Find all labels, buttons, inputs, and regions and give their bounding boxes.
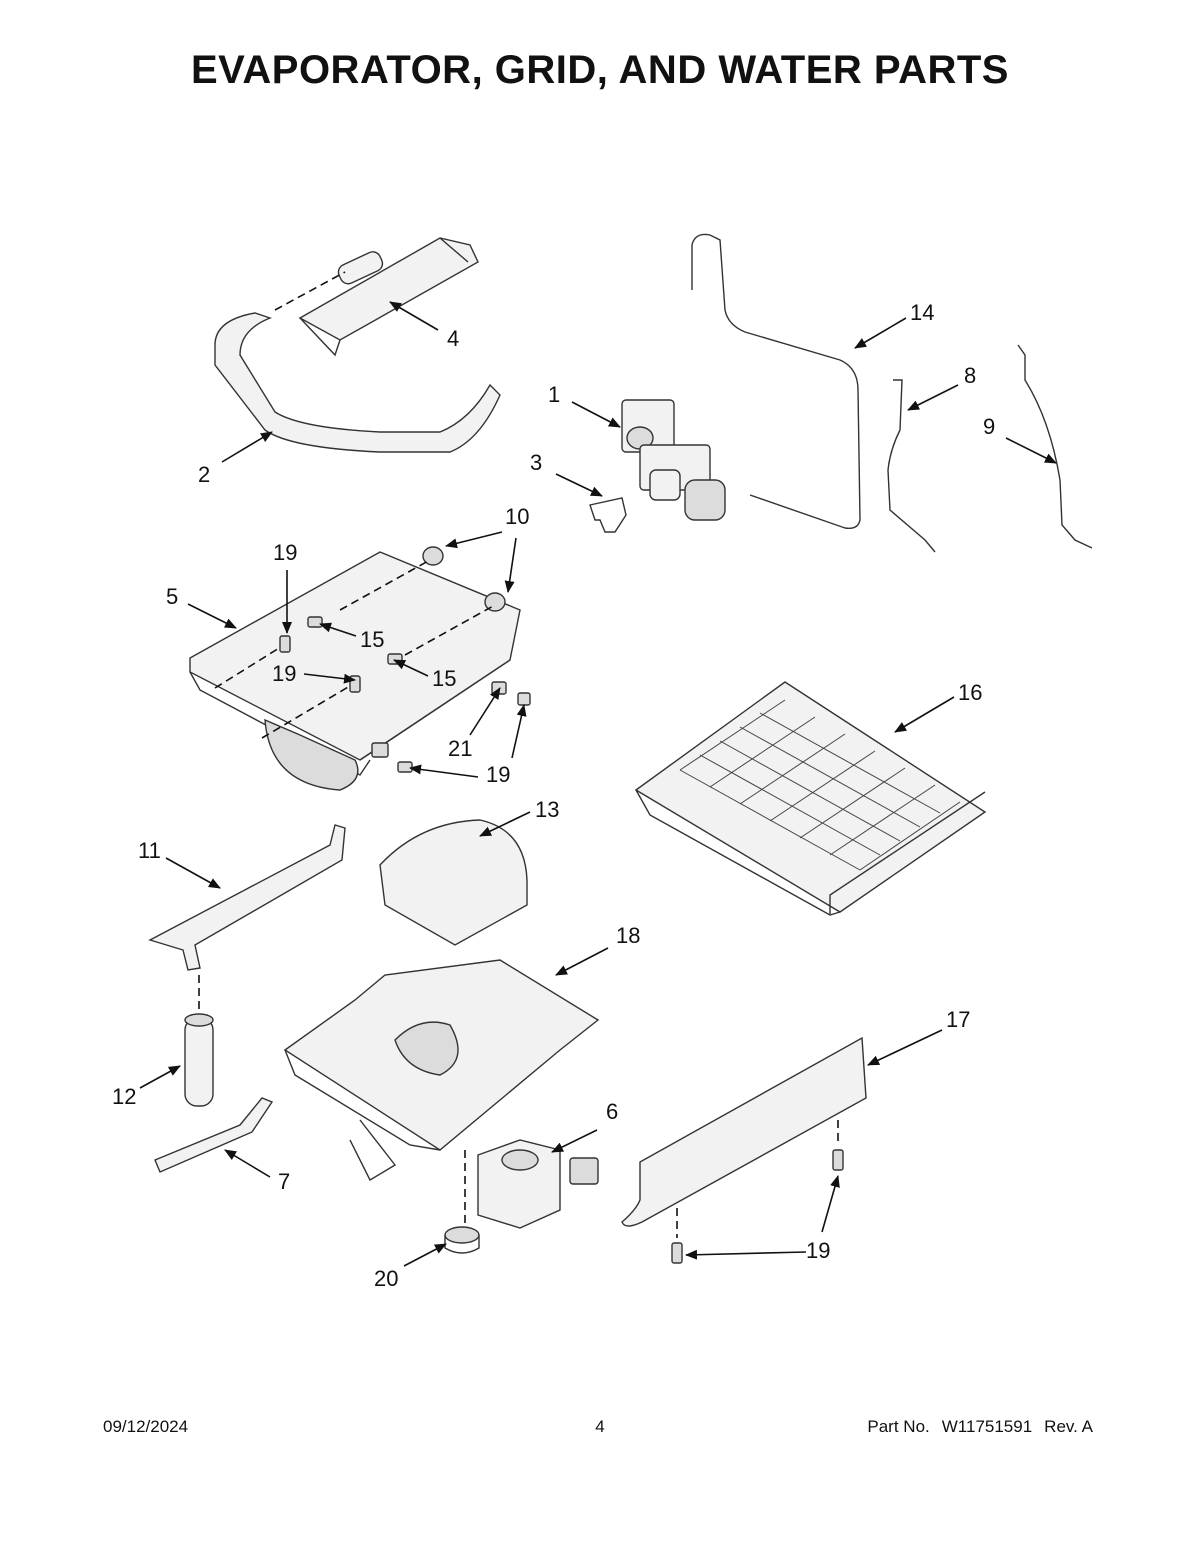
part-17-shield: [621, 1036, 867, 1227]
callout-8: 8: [964, 363, 976, 388]
footer-part-number: Part No. W11751591 Rev. A: [855, 1417, 1093, 1437]
part-6-heater: [477, 1139, 599, 1229]
part-12-sleeve: [184, 1013, 214, 1107]
part-20-nut: [444, 1226, 480, 1254]
callout-17: 17: [946, 1007, 970, 1032]
part-16-grid-assembly: [634, 681, 987, 916]
part-13-cover: [379, 819, 528, 946]
part-4-bracket: [298, 237, 479, 357]
part-9-tube: [1017, 344, 1093, 549]
part-5-guide-c: [339, 559, 431, 611]
part-8-tube: [887, 379, 936, 553]
callout-1: 1: [548, 382, 560, 407]
part-3-clip: [589, 497, 627, 533]
callout-20: 20: [374, 1266, 398, 1291]
callout-14: 14: [910, 300, 934, 325]
part-18-drain-pan: [283, 959, 600, 1181]
page-title: EVAPORATOR, GRID, AND WATER PARTS: [190, 48, 1009, 92]
callout-10: 10: [505, 504, 529, 529]
callout-6: 6: [606, 1099, 618, 1124]
callout-19d: 19: [806, 1238, 830, 1263]
callout-9: 9: [983, 414, 995, 439]
callout-19c: 19: [486, 762, 510, 787]
callout-13: 13: [535, 797, 559, 822]
part-7-drain-tube: [154, 1097, 274, 1173]
part-11-trough: [148, 824, 346, 971]
callout-15a: 15: [360, 627, 384, 652]
callout-18: 18: [616, 923, 640, 948]
callout-19b: 19: [272, 661, 296, 686]
part-17-screws: [671, 1149, 844, 1264]
part-2-tube: [214, 312, 501, 453]
part-5-guide-d: [404, 604, 496, 656]
revision: Rev. A: [1044, 1417, 1093, 1436]
part-1-water-valve: [621, 399, 726, 521]
callout-7: 7: [278, 1169, 290, 1194]
callout-21: 21: [448, 736, 472, 761]
footer-page-number: 4: [595, 1417, 605, 1436]
part-5-guide-b: [261, 679, 361, 739]
callout-3: 3: [530, 450, 542, 475]
grid-wires: [679, 699, 961, 871]
callout-4: 4: [447, 326, 459, 351]
callout-labels: 1 2 3 4 5 6 7 8 9 10 11 12 13 14 15 15 1…: [112, 300, 995, 1291]
callout-11: 11: [138, 838, 161, 863]
part-number: W11751591: [941, 1417, 1033, 1436]
callout-2: 2: [198, 462, 210, 487]
callout-19a: 19: [273, 540, 297, 565]
part-5-guide-a: [214, 639, 293, 689]
callout-16: 16: [958, 680, 982, 705]
callout-5: 5: [166, 584, 178, 609]
footer-date: 09/12/2024: [103, 1417, 189, 1436]
part-14-water-tube: [691, 233, 861, 530]
part-label: Part No.: [867, 1417, 930, 1436]
leader-lines: [139, 301, 1057, 1267]
callout-12: 12: [112, 1084, 136, 1109]
part-5-evaporator-cover: [189, 546, 521, 791]
part-4-dashed-guide: [274, 271, 346, 311]
screws-group-5: [279, 616, 531, 773]
callout-15b: 15: [432, 666, 456, 691]
